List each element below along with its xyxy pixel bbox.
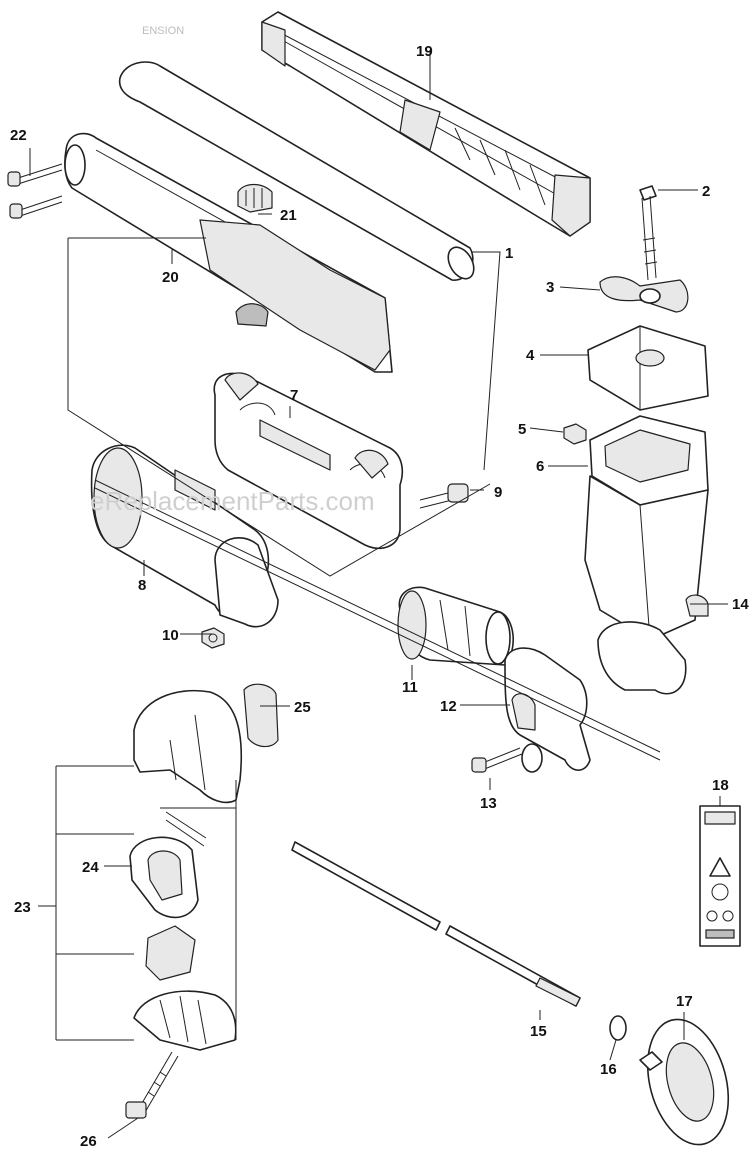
part-26-screw [125,1051,179,1119]
callout-20: 20 [162,269,179,286]
callout-25: 25 [294,699,311,716]
callout-19: 19 [416,43,433,60]
part-3-wing-nut [599,276,689,313]
callout-1: 1 [505,245,513,262]
watermark: eReplacementParts.com [90,486,375,516]
callout-23: 23 [14,899,31,916]
part-25-insert [243,683,279,748]
callout-2: 2 [702,183,710,200]
part-1-tube [118,61,475,281]
part-12-clamp [504,647,591,773]
callout-22: 22 [10,127,27,144]
callout-6: 6 [536,458,544,475]
part-13-screw [471,747,523,773]
part-2-bolt [639,185,658,281]
part-16-ring [609,1015,627,1041]
part-10-nut [201,627,225,649]
part-17-hub [639,1018,730,1146]
callout-11: 11 [402,679,418,696]
part-23-insert [145,925,196,981]
callout-16: 16 [600,1061,617,1078]
part-14-clip [685,594,709,617]
part-23-lower-cap [133,990,237,1051]
part-9-bolt [419,483,469,509]
callout-labels: 1 2 3 4 5 6 7 8 9 10 11 12 13 14 15 16 1… [10,43,749,1150]
part-19-handle-bar [261,11,591,237]
part-24-ring [129,836,199,919]
part-4-cap [587,325,709,411]
header-fragment: ENSION [142,25,184,37]
callout-7: 7 [290,387,298,404]
part-22-screws [7,163,63,219]
callout-15: 15 [530,1023,547,1040]
callout-10: 10 [162,627,179,644]
callout-26: 26 [80,1133,97,1150]
callout-3: 3 [546,279,554,296]
callout-8: 8 [138,577,146,594]
callout-18: 18 [712,777,729,794]
part-7-clamp [213,372,404,549]
part-5-square-nut [563,423,587,445]
callout-12: 12 [440,698,457,715]
part-6-handle [584,415,709,695]
part-18-decal [699,805,741,947]
callout-17: 17 [676,993,693,1010]
part-8-sleeve [90,444,279,628]
callout-5: 5 [518,421,526,438]
callout-21: 21 [280,207,297,224]
part-15-drive-shaft [291,841,581,1007]
leader-lines [29,50,728,1139]
part-21-clip [237,183,273,213]
callout-14: 14 [732,596,749,613]
part-23-pin [165,811,207,847]
part-20-shaft-tube [64,132,393,373]
callout-9: 9 [494,484,502,501]
part-11-coupling [397,586,515,666]
callout-13: 13 [480,795,497,812]
callout-24: 24 [82,859,99,876]
part-23-upper-cap [133,689,243,804]
callout-4: 4 [526,347,535,364]
shaft-line [94,479,661,761]
